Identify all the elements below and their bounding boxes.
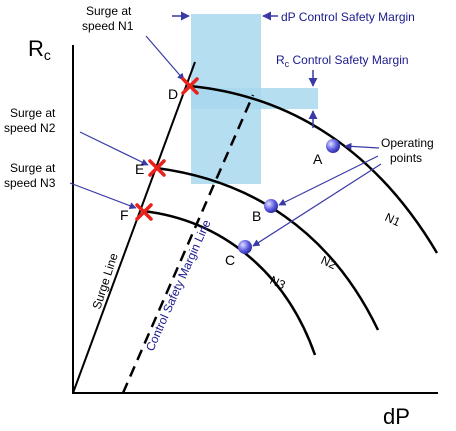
dp-margin-label: dP Control Safety Margin	[281, 10, 415, 24]
rc-margin-label: Rc Control Safety Margin	[276, 53, 409, 69]
op-arrow-b	[278, 155, 379, 206]
surge-marker-e	[148, 159, 166, 177]
op-arrow-a	[344, 142, 380, 150]
surge-line	[72, 61, 196, 394]
surge-marker-d	[181, 77, 199, 95]
point-label-e: E	[135, 161, 144, 177]
op-arrow-c	[252, 163, 382, 247]
point-label-d: D	[168, 86, 178, 102]
speed-label-n1: N1	[383, 210, 403, 229]
speed-curve-n3	[142, 209, 317, 356]
point-label-c: C	[225, 252, 235, 268]
surge-n2-arrow	[79, 131, 149, 166]
operating-point-c	[238, 240, 252, 254]
operating-point-b	[264, 199, 278, 213]
point-label-b: B	[252, 208, 261, 224]
surge-n1-arrow	[145, 35, 185, 81]
point-label-a: A	[313, 151, 323, 167]
x-axis-label: dP	[383, 404, 410, 429]
speed-label-n2: N2	[319, 253, 339, 272]
surge-marker-f	[135, 203, 153, 221]
speed-curve-n1	[189, 84, 439, 254]
control-safety-margin-line	[121, 94, 255, 394]
operating-point-a	[326, 139, 340, 153]
surge-n3-arrow	[69, 182, 137, 210]
speed-curve-n2	[155, 166, 380, 331]
surge-line-label: Surge Line	[90, 251, 121, 311]
control-margin-line-label: Control Safety Margin Line	[143, 217, 214, 353]
speed-label-n3: N3	[268, 273, 288, 292]
point-label-f: F	[120, 207, 129, 223]
y-axis-label: Rc	[28, 36, 51, 63]
